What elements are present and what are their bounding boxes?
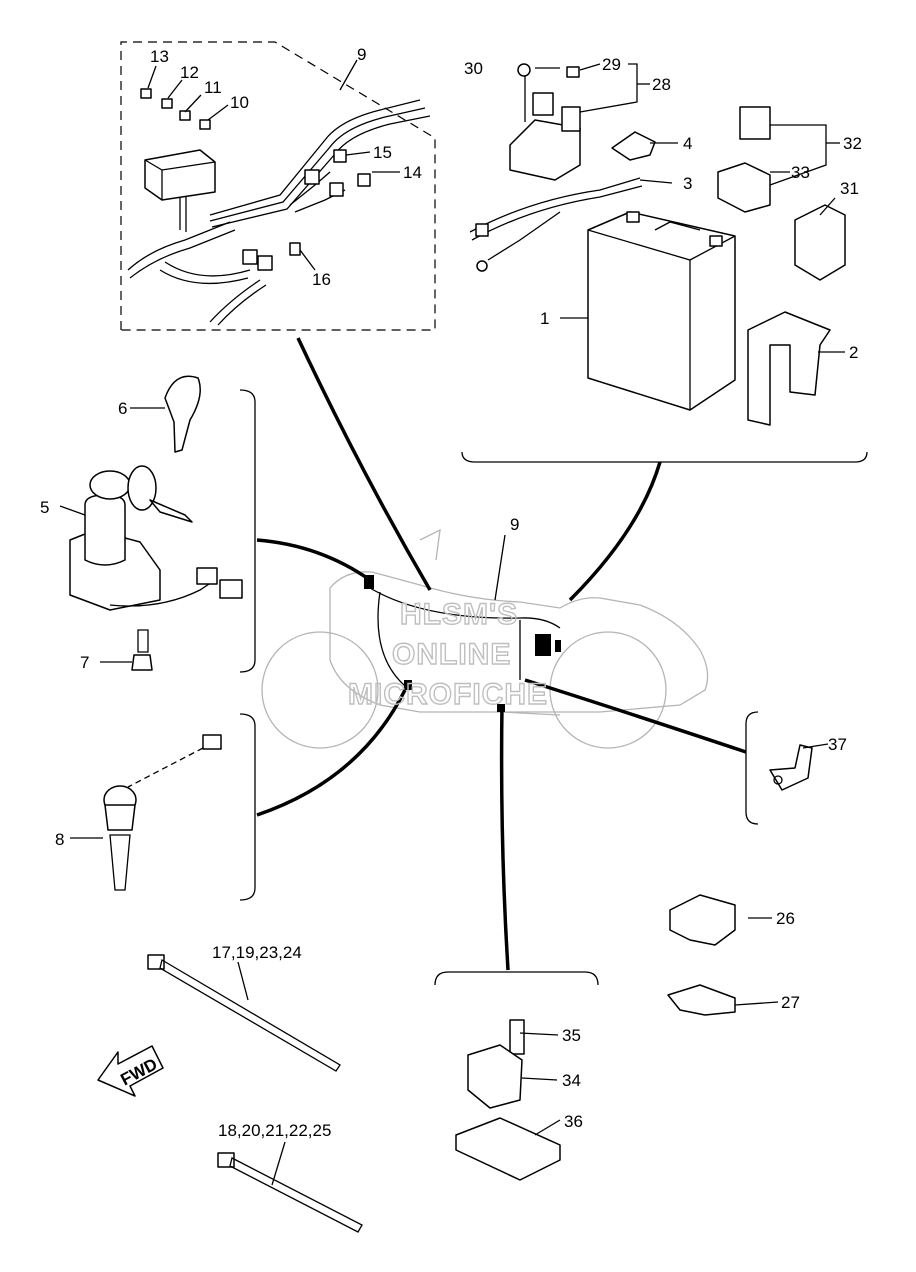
watermark-line2: ONLINE <box>392 638 511 671</box>
leader-lines <box>59 59 845 1186</box>
callout-15: 15 <box>373 143 392 162</box>
callout-9-top: 9 <box>357 45 366 64</box>
callout-8: 8 <box>55 830 64 849</box>
callout-18-20-21-22-25: 18,20,21,22,25 <box>218 1121 331 1140</box>
callout-32: 32 <box>843 134 862 153</box>
callout-33: 33 <box>791 163 810 182</box>
callout-27: 27 <box>781 993 800 1012</box>
callout-36: 36 <box>564 1112 583 1131</box>
callout-5: 5 <box>40 498 49 517</box>
callout-9-middle: 9 <box>510 515 519 534</box>
callout-7: 7 <box>80 653 89 672</box>
neutral-switch-group <box>103 713 256 901</box>
cable-ties <box>147 954 363 1233</box>
callout-28: 28 <box>652 75 671 94</box>
motorcycle-silhouette <box>261 528 709 749</box>
callout-6: 6 <box>118 399 127 418</box>
sensor-group <box>434 971 599 1181</box>
callout-30: 30 <box>464 59 483 78</box>
callout-34: 34 <box>562 1071 581 1090</box>
watermark-line3: MICROFICHE <box>348 678 548 711</box>
callout-31: 31 <box>840 179 859 198</box>
battery-group <box>461 63 868 463</box>
callout-1: 1 <box>540 309 549 328</box>
callout-13: 13 <box>150 47 169 66</box>
callout-labels: 1 2 3 4 5 6 7 8 9 9 10 11 12 13 14 15 16… <box>40 45 862 1140</box>
clamps <box>667 894 736 1016</box>
connector-lines <box>256 337 747 971</box>
fwd-arrow-icon: FWD <box>97 1045 164 1097</box>
main-switch-group <box>69 375 256 673</box>
callout-37: 37 <box>828 735 847 754</box>
callout-29: 29 <box>602 55 621 74</box>
bike-harness <box>364 575 561 712</box>
callout-4: 4 <box>683 134 692 153</box>
harness-inset <box>120 41 436 331</box>
callout-2: 2 <box>849 343 858 362</box>
callout-17-19-23-24: 17,19,23,24 <box>212 943 302 962</box>
callout-3: 3 <box>683 174 692 193</box>
callout-14: 14 <box>403 163 422 182</box>
callout-10: 10 <box>230 93 249 112</box>
watermark-line1: HLSM'S <box>400 598 518 631</box>
callout-16: 16 <box>312 270 331 289</box>
watermark: HLSM'S ONLINE MICROFICHE <box>347 597 548 711</box>
callout-12: 12 <box>180 63 199 82</box>
callout-11: 11 <box>204 78 222 97</box>
callout-26: 26 <box>776 909 795 928</box>
callout-35: 35 <box>562 1026 581 1045</box>
bracket-37-group <box>745 711 813 825</box>
